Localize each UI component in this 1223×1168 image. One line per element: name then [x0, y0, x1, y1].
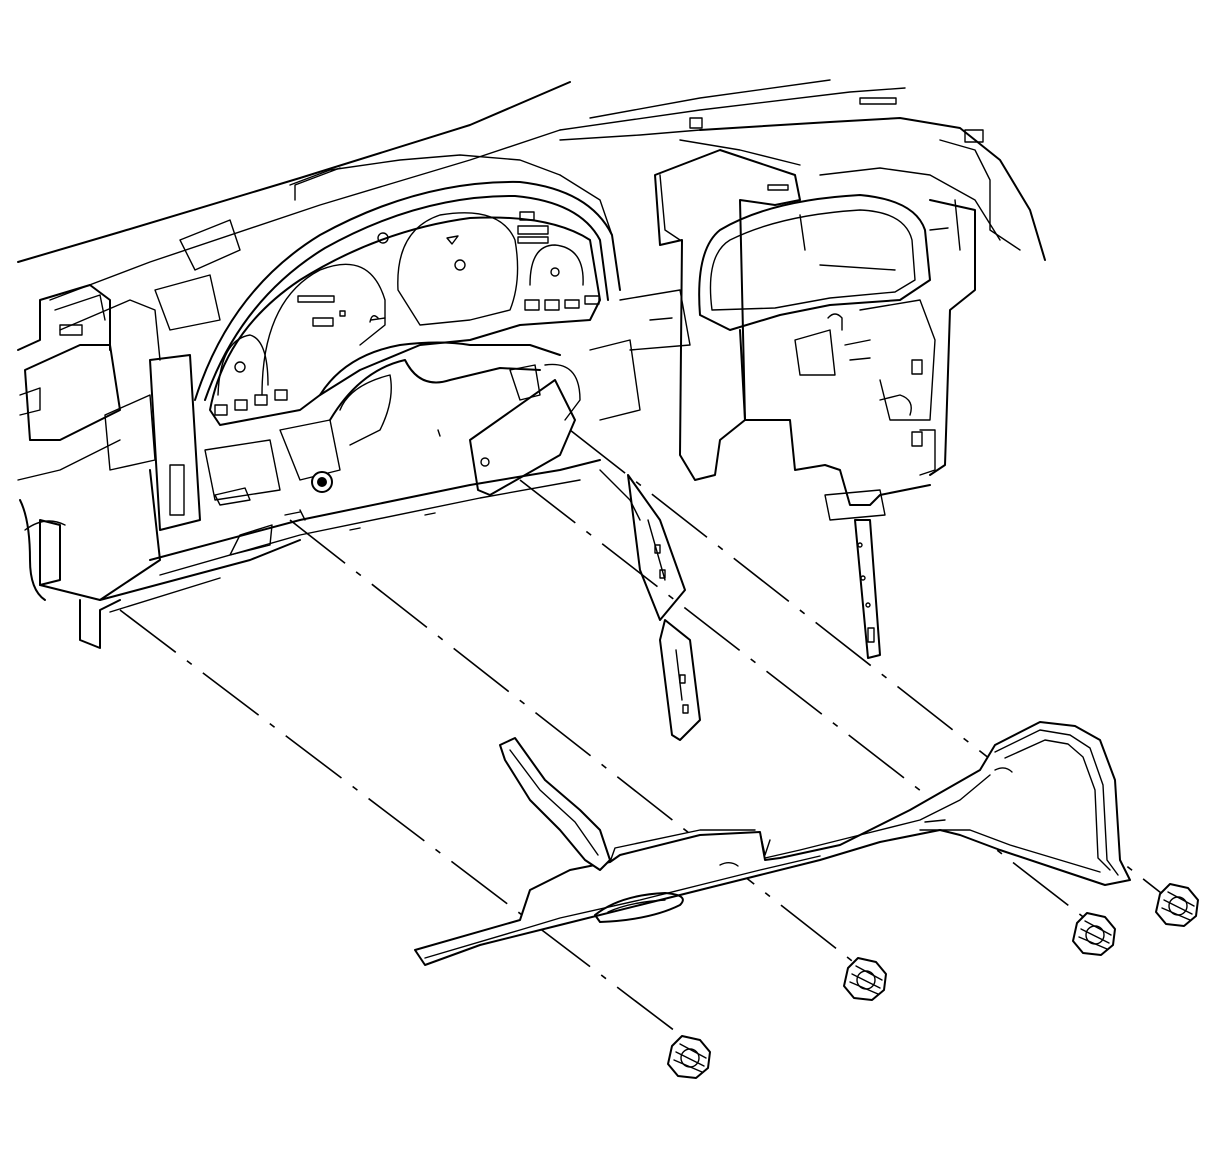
- instrument-cluster-bezel: [627, 139, 976, 741]
- bolt-2: [843, 957, 887, 1001]
- lower-trim-panel: [414, 721, 1131, 966]
- steering-column-bracket: [204, 289, 691, 531]
- instrument-cluster-gauges: [209, 211, 601, 426]
- bolt-4: [1155, 883, 1199, 927]
- bolt-1: [667, 1035, 711, 1079]
- bolt-3: [1072, 912, 1116, 956]
- instrument-panel-assembly: [17, 79, 1046, 649]
